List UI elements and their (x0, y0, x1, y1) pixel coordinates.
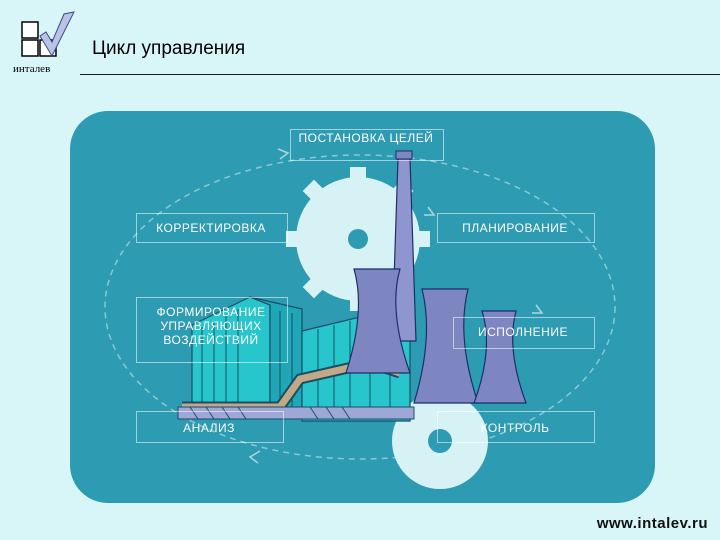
stage-box-planning (437, 213, 595, 243)
intalev-logo: инталев (12, 10, 78, 90)
stage-analysis-label: АНАЛИЗ (183, 421, 235, 435)
stage-execution-label: ИСПОЛНЕНИЕ (478, 325, 568, 339)
gear-icon (392, 393, 488, 489)
stage-box-execution (453, 317, 595, 349)
stage-box-actions (136, 297, 288, 363)
stage-box-goals (290, 129, 444, 161)
stage-goals-label: ПОСТАНОВКА ЦЕЛЕЙ (298, 131, 434, 145)
cooling-tower-illustration (473, 310, 527, 404)
stage-box-control (437, 411, 595, 443)
stage-control-label: КОНТРОЛЬ (480, 421, 550, 435)
cycle-arrow (277, 148, 290, 160)
website-url: www.intalev.ru (596, 515, 708, 532)
cooling-tower-illustration (345, 268, 411, 374)
cycle-ring (104, 154, 616, 460)
cycle-illustration (104, 148, 616, 489)
stage-correction-label: КОРРЕКТИРОВКА (156, 221, 266, 235)
stage-planning-label: ПЛАНИРОВАНИЕ (462, 221, 568, 235)
title-divider (80, 74, 720, 75)
stage-box-correction (136, 213, 288, 243)
stage-box-analysis (136, 411, 284, 443)
cycle-arrow (424, 206, 436, 216)
stage-actions-label: ФОРМИРОВАНИЕ УПРАВЛЯЮЩИХ ВОЗДЕЙСТВИЙ (156, 305, 266, 347)
page-title: Цикл управления (92, 38, 246, 59)
cycle-arrow (248, 450, 261, 464)
management-cycle-panel: ПОСТАНОВКА ЦЕЛЕЙ ПЛАНИРОВАНИЕ ИСПОЛНЕНИЕ… (70, 111, 655, 503)
cycle-arrow (532, 304, 544, 314)
svg-text:инталев: инталев (13, 63, 50, 75)
